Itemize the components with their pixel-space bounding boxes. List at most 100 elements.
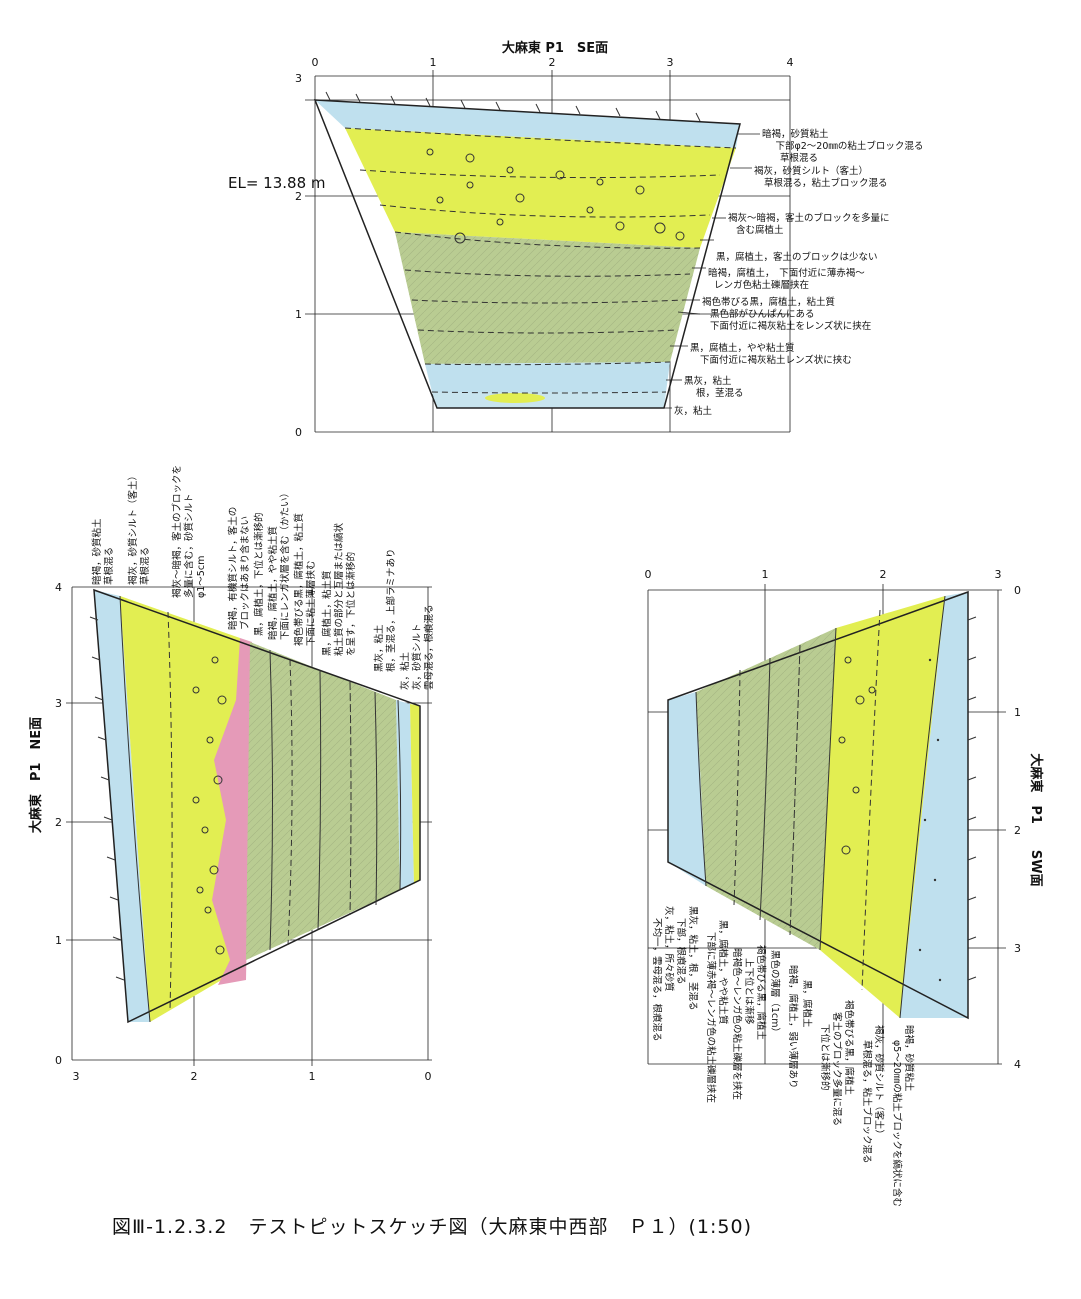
se-face-y-ticks: 3 2 1 0 xyxy=(295,72,302,439)
se-face-layers xyxy=(313,99,741,409)
se-layer-topsoil xyxy=(315,100,740,148)
ne-notes: 暗褐，砂質粘土 草根混る 褐灰，砂質シルト（客土） 草根混る 褐灰～暗褐，客土の… xyxy=(91,465,435,690)
sw-note: 下部に薄赤褐～レンガ色の粘土礫層挟在 xyxy=(705,932,717,1103)
ne-note: 草根混る xyxy=(103,547,115,585)
sw-note: φ5～20㎜の粘土ブロックを縞状に含む xyxy=(891,1040,903,1207)
sw-x-tick: 1 xyxy=(762,568,769,581)
sw-notes: 暗褐，砂質粘土 φ5～20㎜の粘土ブロックを縞状に含む 褐灰，砂質シルト（客土）… xyxy=(651,906,915,1207)
sw-face-x-ticks: 0 1 2 3 xyxy=(645,568,1002,581)
ne-layer-fill xyxy=(120,596,242,1022)
ne-layer-humus-texture xyxy=(246,642,400,960)
sw-note: 草根混る，粘土ブロック混る xyxy=(861,1040,873,1164)
se-x-tick: 0 xyxy=(312,56,319,69)
se-note: 黒灰，粘土 xyxy=(684,375,732,387)
sw-layer-boundaries xyxy=(695,595,946,1019)
ne-note: 褐灰，砂質シルト（客土） xyxy=(127,471,139,585)
sw-note: 黒色の薄層（1cm） xyxy=(769,950,781,1037)
ne-note: 粘土質の部分と互層または縞状 xyxy=(333,522,345,656)
ne-layer-silt xyxy=(410,704,420,884)
sw-pit-outline xyxy=(667,590,969,1020)
se-note: 下部φ2～20㎜の粘土ブロック混る xyxy=(766,140,923,152)
ne-note: 下面にレンガ状層を含む（かたい） xyxy=(279,488,291,640)
sw-note: 暗褐，腐植土，弱い薄層あり xyxy=(787,965,799,1089)
se-note: 灰，粘土 xyxy=(674,405,713,417)
sw-note: 下部，根痕混る xyxy=(675,918,687,985)
sw-layer-fill xyxy=(820,596,945,1018)
se-layer-clay-dark xyxy=(425,362,670,392)
se-note: 褐灰～暗褐，客土のブロックを多量に xyxy=(728,212,890,224)
se-note: 黒，腐植土，客土のブロックは少ない xyxy=(716,251,878,263)
se-note: 褐色帯びる黒，腐植土，粘土質 xyxy=(702,296,835,308)
ne-y-tick: 3 xyxy=(55,697,62,710)
ne-pit-outline xyxy=(93,588,421,1024)
sw-layer-topsoil xyxy=(900,592,968,1018)
ne-y-tick: 2 xyxy=(55,816,62,829)
sw-note: 黒，腐植土，やや粘土質 xyxy=(717,920,729,1025)
sw-layer-clay xyxy=(668,692,706,886)
sw-note: 黒，腐植土 xyxy=(801,980,813,1028)
se-x-tick: 2 xyxy=(549,56,556,69)
ne-face-y-ticks: 4 3 2 1 0 xyxy=(55,581,62,1067)
se-layer-boundaries xyxy=(344,127,737,394)
ne-note: 褐灰～暗褐，客土のブロックを xyxy=(171,465,183,598)
se-note: 下面付近に褐灰粘土レンズ状に挟む xyxy=(700,354,852,366)
ne-y-tick: 1 xyxy=(55,934,62,947)
ne-y-tick: 4 xyxy=(55,581,62,594)
se-note: 草根混る，粘土ブロック混る xyxy=(764,177,888,189)
ne-note: 暗褐，砂質粘土 xyxy=(91,518,103,585)
ne-note: 灰，粘土 xyxy=(399,651,411,690)
ne-x-tick: 3 xyxy=(73,1070,80,1083)
se-y-tick: 2 xyxy=(295,190,302,203)
sw-y-tick: 4 xyxy=(1014,1058,1021,1071)
sw-note: 褐色帯びる黒，腐植土 xyxy=(755,945,767,1041)
sw-face-panel: 大麻東 P1 SW面 0 1 2 3 4 0 1 2 3 xyxy=(645,568,1045,1207)
se-face-panel: 大麻東 P1 SE面 0 1 2 3 4 3 2 1 0 EL= 13. xyxy=(228,40,923,439)
ne-face-title: 大麻東 P1 NE面 xyxy=(28,717,44,833)
se-fill-blocks xyxy=(426,148,685,244)
ne-x-tick: 1 xyxy=(309,1070,316,1083)
se-note: 暗褐，腐植土， 下面付近に薄赤褐～ xyxy=(708,267,865,279)
se-x-tick: 1 xyxy=(430,56,437,69)
ne-layer-boundaries xyxy=(119,595,402,1023)
sw-note: 客土のブロック多量に混る xyxy=(831,1012,843,1126)
sw-y-tick: 1 xyxy=(1014,706,1021,719)
ne-x-tick: 2 xyxy=(191,1070,198,1083)
se-y-tick: 3 xyxy=(295,72,302,85)
se-note: 褐灰，砂質シルト（客土） xyxy=(754,165,868,177)
se-x-tick: 4 xyxy=(787,56,794,69)
sw-x-tick: 3 xyxy=(995,568,1002,581)
ne-note: 灰，砂質シルト xyxy=(411,623,423,690)
sw-note: 下位とは漸移的 xyxy=(819,1024,831,1091)
sw-face-y-ticks: 0 1 2 3 4 xyxy=(1014,584,1021,1071)
ne-note: 黒，腐植土，下位とは漸移的 xyxy=(253,512,265,636)
sw-y-tick: 2 xyxy=(1014,824,1021,837)
ne-x-tick: 0 xyxy=(425,1070,432,1083)
se-face-x-ticks: 0 1 2 3 4 xyxy=(312,56,794,69)
se-note: 草根混る xyxy=(780,152,818,164)
se-note-leaders xyxy=(664,133,760,409)
ne-grass-marks xyxy=(89,616,125,981)
ne-note: 褐色帯びる黒，腐植土，粘土質 xyxy=(293,513,305,646)
se-note: 下面付近に褐灰粘土をレンズ状に挟在 xyxy=(710,320,871,332)
se-note: 含む腐植土 xyxy=(736,224,784,236)
sw-note: 暗褐色～レンガ色の粘土礫層を挟在 xyxy=(731,948,743,1100)
sw-face-layers xyxy=(667,590,969,1020)
ne-note: を呈す，下位とは漸移的 xyxy=(345,552,357,656)
sw-face-title: 大麻東 P1 SW面 xyxy=(1028,753,1044,886)
se-y-tick: 1 xyxy=(295,308,302,321)
sw-x-tick: 0 xyxy=(645,568,652,581)
ne-note: 暗褐，腐植土，やや粘土質 xyxy=(267,526,279,640)
ne-note: 草根混る xyxy=(139,547,151,585)
sw-note: 黒灰，粘土，根，茎混る xyxy=(687,906,699,1011)
se-y-tick: 0 xyxy=(295,426,302,439)
ne-y-tick: 0 xyxy=(55,1054,62,1067)
sw-x-tick: 2 xyxy=(880,568,887,581)
se-clay-lens xyxy=(485,393,545,403)
ne-fill-blocks xyxy=(192,656,227,955)
ne-layer-brick xyxy=(212,638,252,985)
sw-topsoil-dots xyxy=(918,658,942,982)
sw-note: 褐灰，砂質シルト（客土） xyxy=(873,1025,885,1139)
ne-face-x-ticks: 3 2 1 0 xyxy=(73,1070,432,1083)
se-layer-clay-grey xyxy=(432,392,666,408)
